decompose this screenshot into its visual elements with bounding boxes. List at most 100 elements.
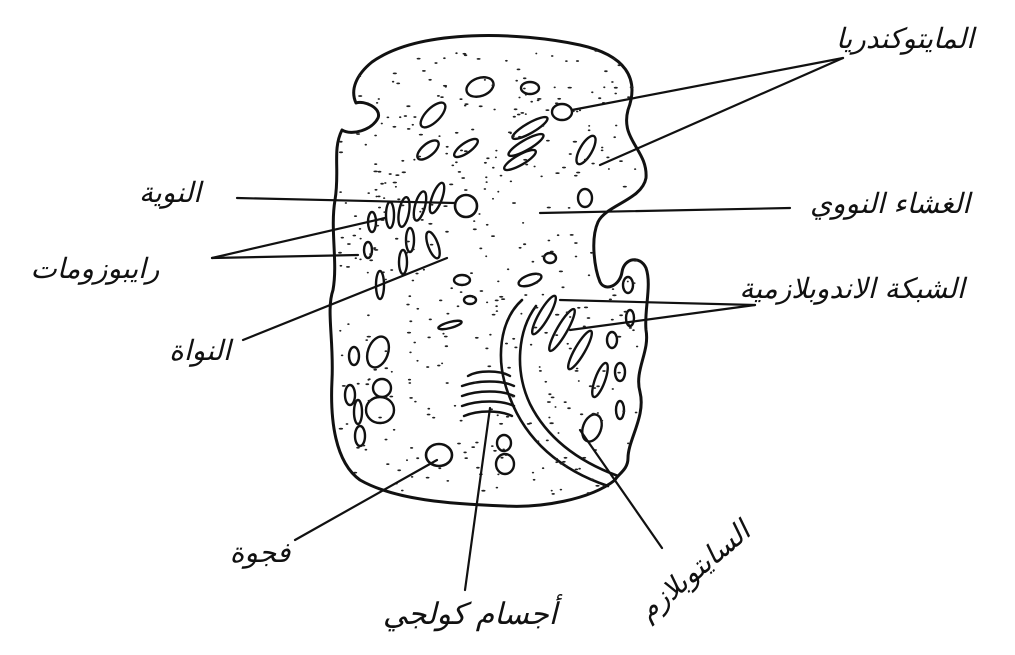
- speckle: [445, 345, 448, 347]
- speckle: [627, 443, 629, 445]
- speckle: [383, 197, 385, 199]
- golgi-cisterna-4: [462, 402, 514, 407]
- speckle: [548, 393, 551, 395]
- speckle: [378, 207, 381, 209]
- label-vacuole: فجوة: [230, 536, 291, 569]
- speckle: [530, 101, 533, 103]
- speckle: [545, 109, 549, 111]
- speckle: [381, 123, 383, 125]
- speckle: [485, 255, 487, 257]
- speckle: [446, 313, 449, 315]
- speckle: [539, 370, 542, 372]
- speckle: [612, 388, 614, 390]
- organelle-17: [406, 228, 414, 252]
- organelle-20: [399, 250, 407, 274]
- speckle: [464, 54, 467, 56]
- speckle: [534, 166, 536, 168]
- organelle-44: [579, 412, 605, 444]
- speckle: [542, 125, 544, 127]
- membrane-fold-inner: [520, 306, 618, 476]
- speckle: [393, 429, 396, 431]
- speckle: [614, 93, 617, 95]
- speckle: [416, 308, 419, 310]
- speckle: [397, 198, 400, 200]
- speckle: [413, 159, 415, 161]
- speckle: [439, 300, 442, 302]
- speckle: [417, 58, 421, 60]
- speckle: [393, 182, 397, 184]
- speckle: [419, 134, 423, 136]
- speckle: [369, 253, 373, 255]
- speckle: [525, 164, 528, 166]
- speckle: [437, 365, 440, 367]
- speckle: [406, 459, 408, 461]
- speckle: [464, 457, 468, 459]
- speckle: [385, 367, 389, 369]
- leader-mitochondria-1: [572, 58, 843, 110]
- speckle: [537, 98, 541, 100]
- speckle: [557, 234, 560, 236]
- speckle: [523, 88, 526, 90]
- speckle: [540, 176, 542, 178]
- speckle: [630, 86, 634, 88]
- speckle: [548, 240, 551, 242]
- organelle-5: [414, 137, 442, 163]
- speckle: [619, 314, 623, 316]
- speckle: [383, 211, 386, 213]
- speckle: [535, 53, 537, 55]
- speckle: [376, 196, 378, 198]
- speckle: [568, 87, 572, 89]
- speckle: [595, 485, 599, 487]
- speckle: [505, 60, 508, 62]
- speckle: [446, 382, 449, 384]
- speckle: [375, 225, 379, 227]
- speckle: [515, 80, 518, 82]
- speckle: [421, 219, 424, 221]
- speckle: [546, 440, 549, 442]
- speckle: [575, 469, 579, 471]
- speckle: [411, 476, 414, 478]
- speckle: [554, 87, 556, 89]
- speckle: [426, 366, 429, 368]
- speckle: [460, 150, 463, 152]
- speckle: [496, 487, 499, 489]
- speckle: [633, 282, 636, 284]
- speckle: [512, 338, 515, 340]
- speckle: [383, 271, 385, 273]
- speckle: [564, 401, 567, 403]
- speckle: [427, 408, 430, 410]
- speckle: [555, 458, 558, 460]
- speckle: [406, 241, 410, 243]
- organelle-39: [589, 361, 611, 398]
- speckle: [438, 467, 441, 469]
- speckle: [636, 346, 638, 348]
- speckle: [479, 248, 482, 250]
- speckle: [534, 327, 538, 329]
- speckle: [373, 247, 376, 249]
- speckle: [479, 105, 483, 107]
- speckle: [474, 382, 477, 384]
- speckle: [634, 168, 636, 170]
- speckle: [564, 457, 568, 459]
- speckle: [478, 213, 480, 215]
- speckle: [368, 378, 371, 380]
- speckle: [369, 259, 373, 261]
- speckle: [457, 443, 461, 445]
- speckle: [449, 184, 453, 186]
- speckle: [342, 385, 346, 387]
- speckle: [501, 298, 505, 300]
- organelle-3: [552, 104, 572, 120]
- speckle: [530, 344, 532, 346]
- speckle: [502, 449, 505, 451]
- speckle: [533, 479, 536, 481]
- speckle: [555, 102, 559, 104]
- speckle: [495, 157, 497, 159]
- speckle: [365, 144, 367, 146]
- speckle: [485, 348, 488, 350]
- speckle: [477, 58, 481, 60]
- speckle: [390, 269, 393, 271]
- speckle: [608, 168, 610, 170]
- speckle: [358, 75, 361, 77]
- speckle: [600, 420, 603, 422]
- speckle: [547, 207, 551, 209]
